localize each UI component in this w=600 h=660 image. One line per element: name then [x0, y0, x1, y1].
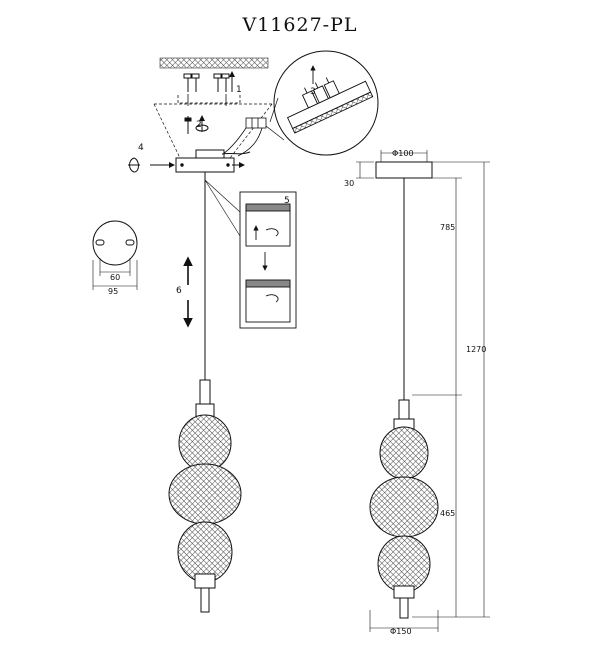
- total-height-label: 1270: [466, 345, 486, 354]
- step-5-label: 5: [284, 196, 290, 206]
- plate-diameter-label: 95: [108, 287, 118, 296]
- lamp-body-left: [168, 379, 242, 613]
- step-3-label: 3: [310, 87, 316, 97]
- ceiling: [159, 57, 269, 69]
- canopy-plate-detail: [92, 220, 138, 290]
- screw-icon: [184, 115, 209, 134]
- body-diameter-label: Φ150: [390, 627, 412, 636]
- terminal-block: [219, 117, 267, 157]
- ceiling-anchors: [183, 71, 235, 92]
- step-4-label: 4: [138, 143, 144, 153]
- step-2-label: 2: [196, 120, 202, 130]
- slot-spacing-label: 60: [110, 273, 120, 282]
- install-guide-lines: [153, 103, 273, 159]
- canopy-right: [356, 150, 433, 179]
- canopy-install: [128, 149, 251, 173]
- cable-length-label: 785: [440, 223, 455, 232]
- canopy-diameter-label: Φ100: [392, 149, 414, 158]
- canopy-height-label: 30: [344, 179, 354, 188]
- model-title: V11627-PL: [242, 14, 358, 36]
- body-height-label: 465: [440, 509, 455, 518]
- cable-grip-detail: [204, 179, 297, 329]
- lamp-body-right: [369, 399, 439, 619]
- terminal-detail-circle: [265, 50, 379, 156]
- step-6-label: 6: [176, 286, 182, 296]
- step-1-label: 1: [236, 85, 242, 95]
- dimension-lines: [369, 161, 490, 632]
